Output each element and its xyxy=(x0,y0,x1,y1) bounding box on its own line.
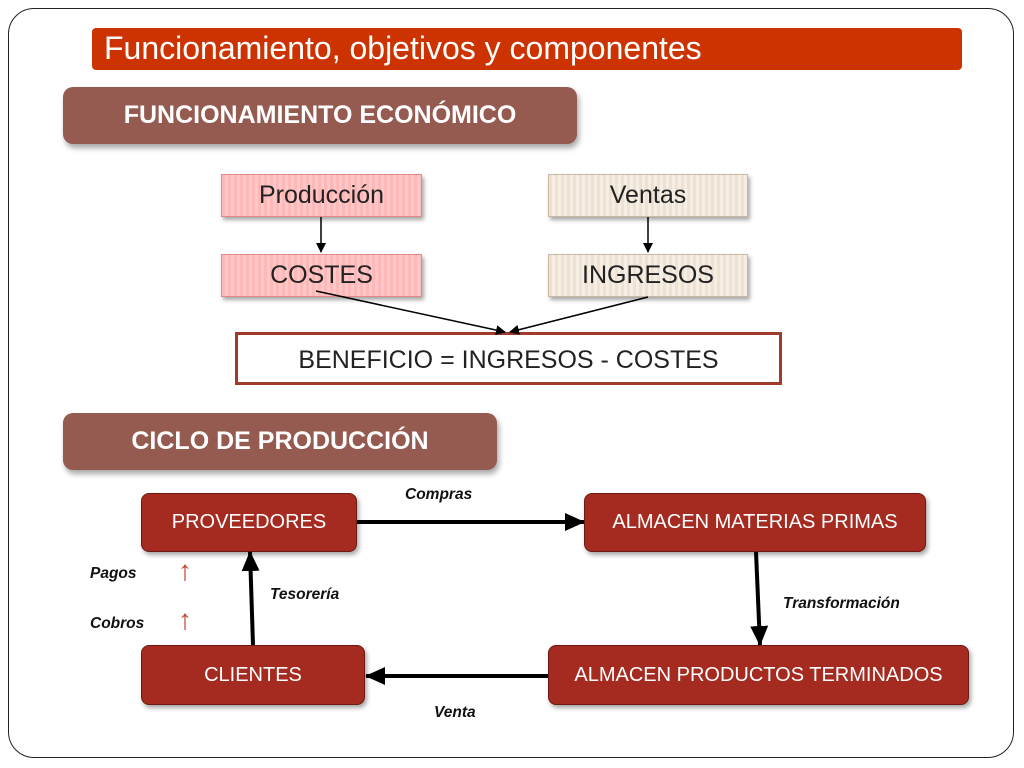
cobros-up-arrow-icon: ↑ xyxy=(178,604,192,635)
arrow-transformacion xyxy=(750,551,769,646)
produccion-box: Producción xyxy=(221,174,422,217)
clientes-box: CLIENTES xyxy=(141,645,365,705)
arrow-tesoreria xyxy=(241,551,260,646)
section-header-funcionamiento: FUNCIONAMIENTO ECONÓMICO xyxy=(63,87,577,144)
pagos-label: Pagos xyxy=(90,565,137,582)
arrow-costes-beneficio xyxy=(315,290,506,335)
cobros-label: Cobros xyxy=(90,615,145,632)
tesoreria-label: Tesorería xyxy=(270,586,340,603)
compras-label: Compras xyxy=(405,486,473,503)
ingresos-box: INGRESOS xyxy=(548,254,748,297)
transformacion-label: Transformación xyxy=(783,595,900,612)
proveedores-box: PROVEEDORES xyxy=(141,493,357,552)
pagos-up-arrow-icon: ↑ xyxy=(178,555,192,586)
arrow-ingresos-beneficio xyxy=(509,296,649,335)
almacen-materias-box: ALMACEN MATERIAS PRIMAS xyxy=(584,493,926,552)
slide-frame xyxy=(8,8,1014,758)
ventas-box: Ventas xyxy=(548,174,748,217)
beneficio-box: BENEFICIO = INGRESOS - COSTES xyxy=(235,332,782,385)
slide-title: Funcionamiento, objetivos y componentes xyxy=(92,28,962,70)
costes-box: COSTES xyxy=(221,254,422,297)
venta-label: Venta xyxy=(434,704,476,721)
almacen-productos-box: ALMACEN PRODUCTOS TERMINADOS xyxy=(548,645,969,705)
section-header-ciclo: CICLO DE PRODUCCIÓN xyxy=(63,413,497,470)
